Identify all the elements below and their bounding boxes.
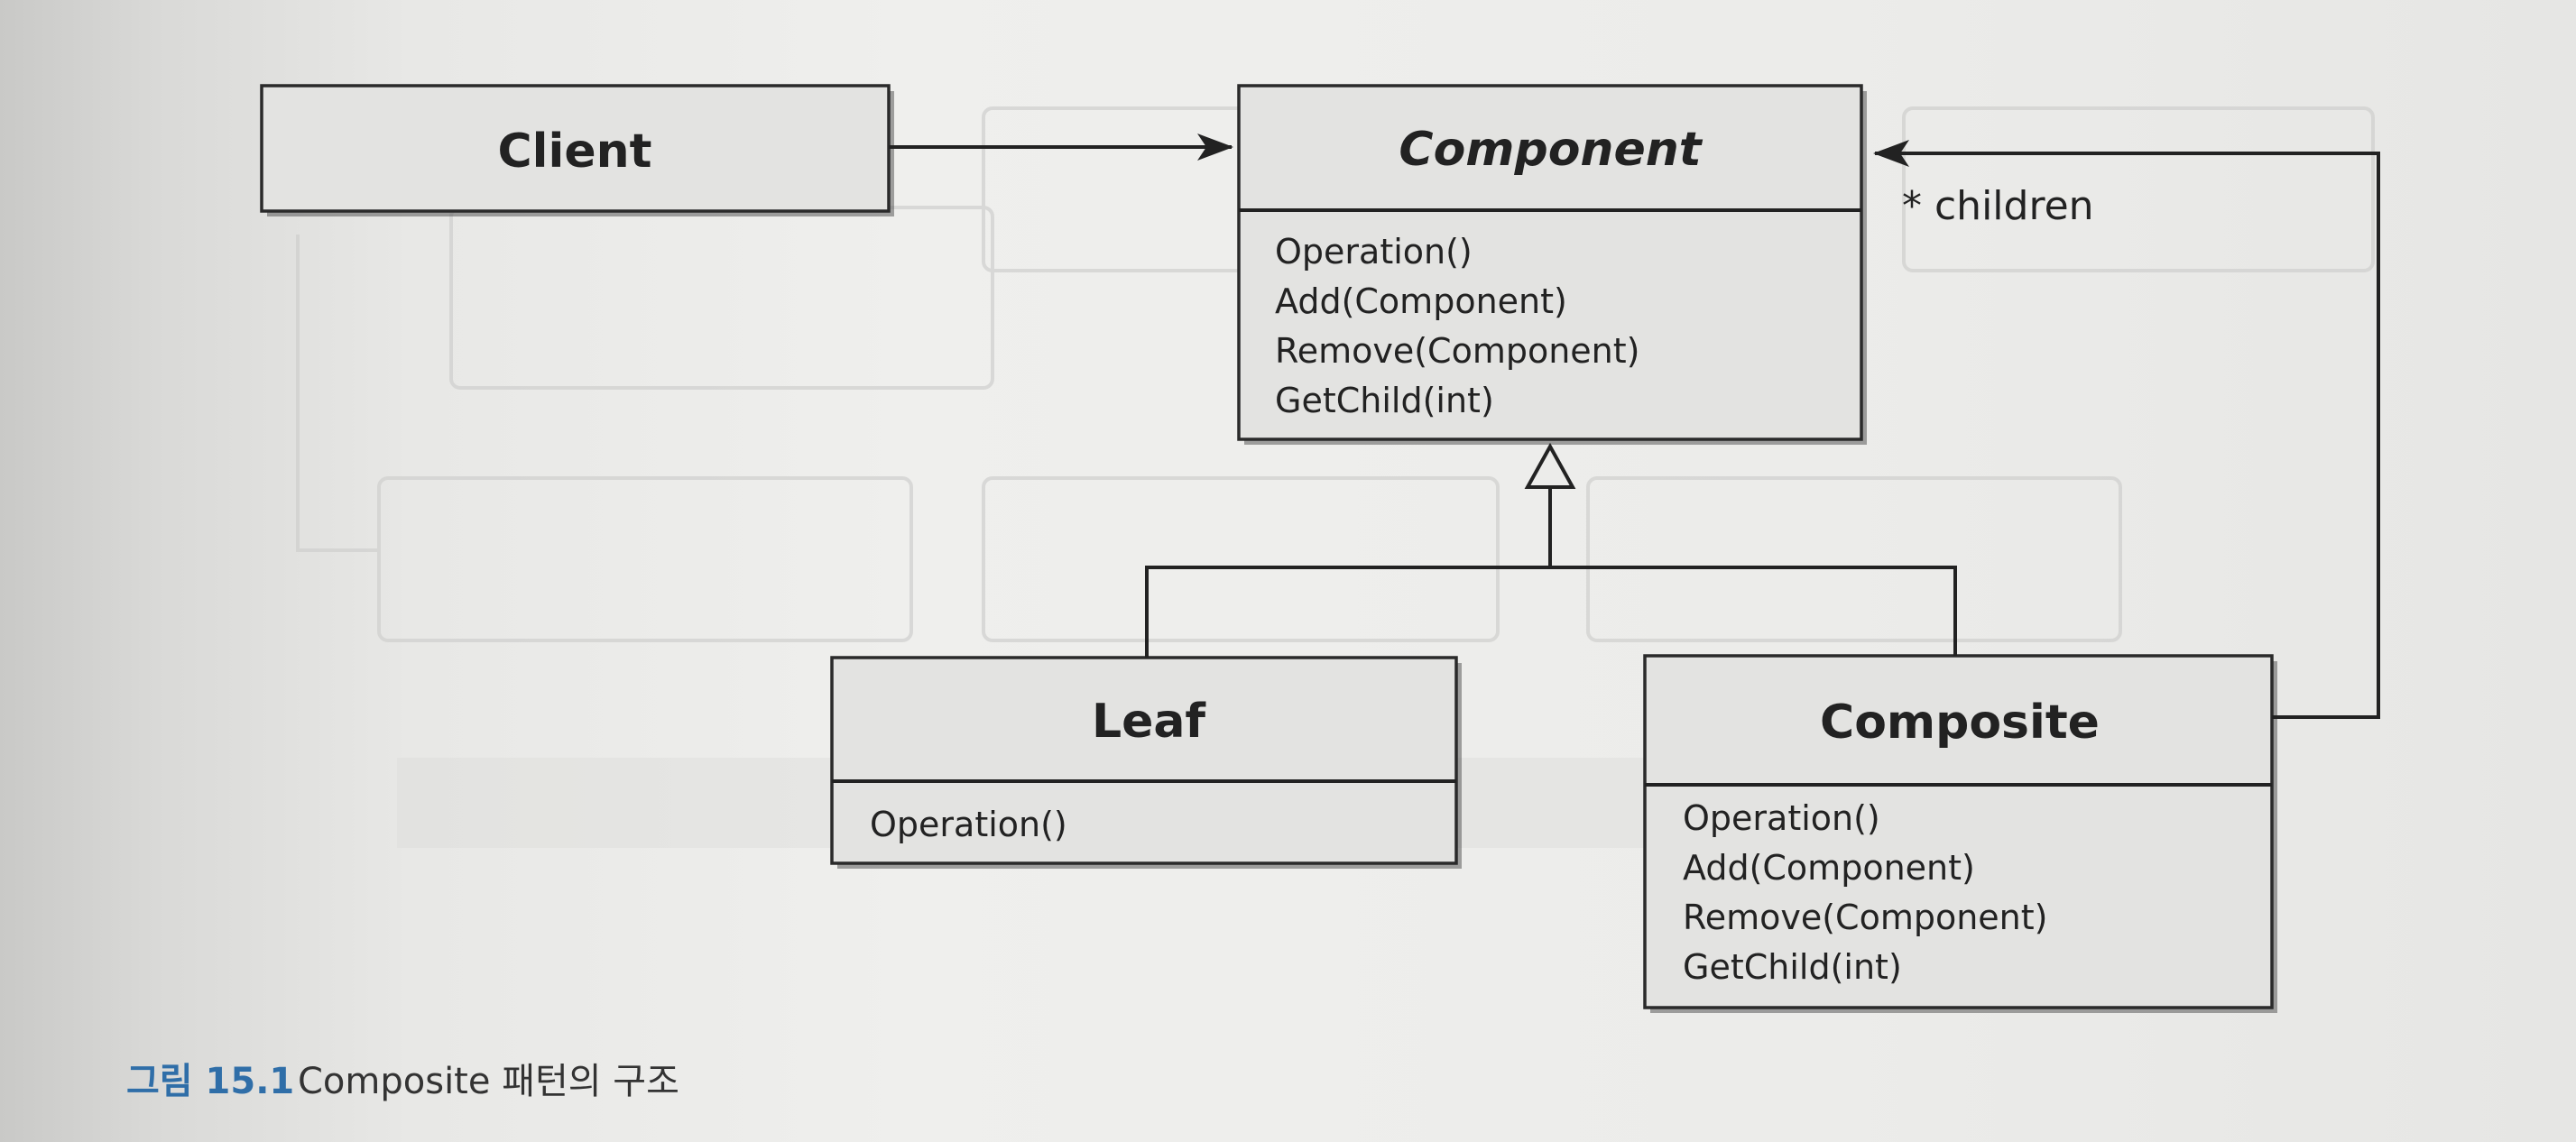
children-multiplicity-label: * children [1902, 183, 2094, 229]
composite-operation: Operation() [1683, 798, 1880, 838]
inheritance-connector [1145, 442, 1957, 658]
composite-children-arrow [1873, 140, 2380, 719]
composite-operation: GetChild(int) [1683, 947, 1902, 987]
component-class-name: Component [1399, 123, 1703, 177]
leaf-operation: Operation() [870, 805, 1067, 844]
component-operation: Add(Component) [1275, 281, 1567, 321]
client-class: Client [260, 84, 894, 216]
composite-operation: Add(Component) [1683, 848, 1975, 888]
component-class: Component Operation() Add(Component) Rem… [1237, 84, 1867, 445]
figure-caption: 그림 15.1 Composite 패턴의 구조 [126, 1061, 679, 1102]
inheritance-triangle-icon [1524, 442, 1576, 489]
component-operation: Operation() [1275, 232, 1473, 272]
leaf-class-name: Leaf [1092, 695, 1206, 749]
caption-number: 그림 15.1 [126, 1061, 294, 1102]
client-class-name: Client [498, 124, 652, 179]
leaf-class: Leaf Operation() [830, 656, 1462, 869]
composite-class: Composite Operation() Add(Component) Rem… [1643, 654, 2277, 1013]
caption-text: Composite 패턴의 구조 [298, 1061, 679, 1102]
component-operation: Remove(Component) [1275, 331, 1639, 371]
composite-class-name: Composite [1820, 695, 2100, 750]
composite-operation: Remove(Component) [1683, 898, 2047, 937]
component-operation: GetChild(int) [1275, 381, 1494, 420]
